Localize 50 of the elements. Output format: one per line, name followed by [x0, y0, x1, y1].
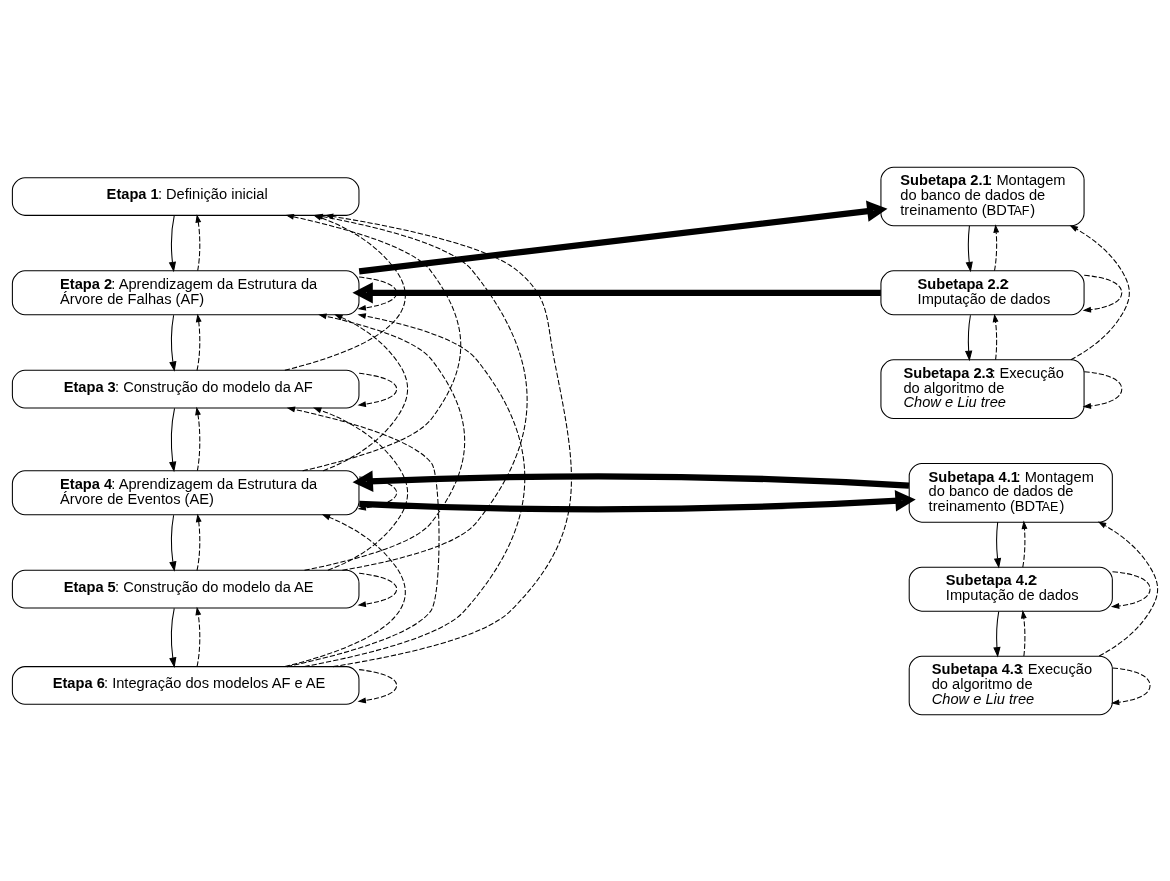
arrow	[357, 572, 398, 607]
arrow	[195, 513, 202, 571]
node-box: Etapa 5: Construção do modelo da AE	[11, 569, 360, 609]
arrow	[304, 312, 466, 571]
arrow	[195, 213, 202, 271]
arrow	[357, 275, 398, 311]
arrow	[169, 314, 177, 372]
arrow	[1097, 521, 1159, 657]
node-box: Subetapa 2.3: Execução do algoritmo de Chow e Liu tree	[880, 358, 1085, 419]
node-box: Etapa 1: Definição inicial	[11, 176, 360, 216]
node-box: Etapa 4: Aprendizagem da Estrutura da Árvore de Eventos (AE)	[11, 469, 360, 515]
arrow	[169, 514, 177, 572]
node-box: Etapa 2: Aprendizagem da Estrutura da Árvore de Falhas (AF)	[11, 269, 360, 315]
arrow	[992, 313, 999, 360]
arrow	[1110, 570, 1151, 609]
arrow	[195, 313, 202, 371]
arrow	[1110, 666, 1151, 705]
arrow	[195, 406, 201, 471]
arrow	[993, 223, 1000, 271]
arrow	[357, 372, 398, 407]
arrow	[324, 213, 572, 667]
node-box: Etapa 3: Construção do modelo da AF	[11, 369, 360, 409]
node-box: Subetapa 4.3: Execução do algoritmo de Chow e Liu tree	[908, 655, 1113, 715]
arrow	[313, 407, 409, 571]
arrow	[284, 513, 406, 667]
arrow	[195, 606, 202, 667]
arrow	[168, 214, 177, 272]
arrow	[1020, 609, 1027, 657]
arrow	[357, 475, 398, 511]
node-box: Subetapa 4.2: Imputação de dados	[908, 566, 1113, 612]
arrow	[303, 312, 526, 667]
arrow	[359, 489, 916, 512]
arrow	[1082, 274, 1123, 313]
arrow	[169, 407, 177, 472]
arrow	[964, 314, 973, 361]
arrow	[993, 521, 1002, 569]
arrow	[352, 281, 881, 304]
arrow	[993, 610, 1001, 658]
node-box: Subetapa 2.2: Imputação de dados	[880, 269, 1085, 315]
arrow	[1069, 224, 1130, 360]
arrow	[169, 607, 177, 668]
arrow	[352, 470, 910, 492]
arrow	[358, 200, 888, 274]
arrow	[965, 224, 973, 272]
arrow	[322, 313, 409, 471]
arrow	[357, 668, 398, 703]
arrow	[286, 406, 440, 667]
arrow	[1082, 370, 1123, 409]
node-box: Etapa 6: Integração dos modelos AF e AE	[11, 665, 360, 705]
arrow	[1021, 520, 1028, 568]
